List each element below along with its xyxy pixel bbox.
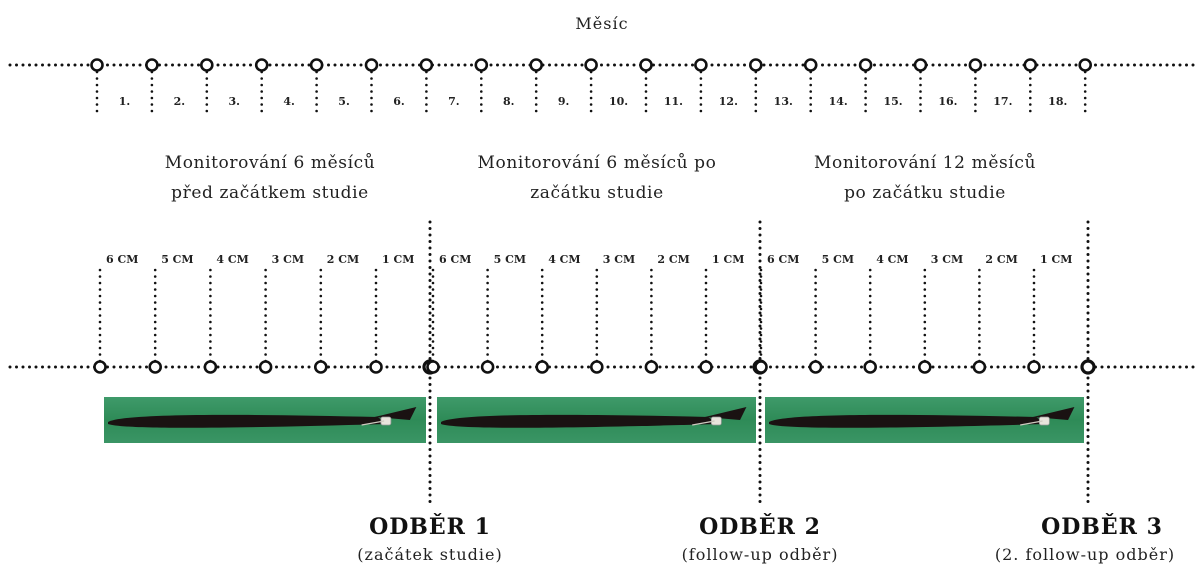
month-node-1 xyxy=(90,58,104,72)
month-node-3 xyxy=(200,58,214,72)
collection-2-title: ODBĚR 2 xyxy=(699,514,821,540)
segment-node-2-2 xyxy=(480,360,495,374)
phase-3-line2: po začátku studie xyxy=(844,183,1006,203)
segment-label-2-4: 3 CM xyxy=(603,253,635,266)
segment-label-2-6: 1 CM xyxy=(712,253,744,266)
collection-3-subtitle: (2. follow-up odběr) xyxy=(994,545,1176,564)
month-node-13 xyxy=(748,58,763,72)
month-node-15 xyxy=(858,58,873,72)
segment-label-1-2: 5 CM xyxy=(161,253,193,266)
month-node-12 xyxy=(694,58,708,72)
segment-label-3-2: 5 CM xyxy=(822,253,854,266)
month-label-13: 13. xyxy=(774,95,793,108)
hair-bundle-3 xyxy=(769,414,1046,428)
phase-1-line1: Monitorování 6 měsíců xyxy=(164,153,376,173)
segment-node-3-3 xyxy=(863,360,878,374)
month-node-7 xyxy=(419,58,434,72)
phase-2-line2: začátku studie xyxy=(530,183,664,203)
segment-node-3-2 xyxy=(808,360,823,374)
phase-3-line1: Monitorování 12 měsíců xyxy=(813,153,1037,173)
hair-bundle-2 xyxy=(441,414,718,428)
collection-2-subtitle: (follow-up odběr) xyxy=(681,545,839,564)
segment-label-1-5: 2 CM xyxy=(327,253,359,266)
month-node-19 xyxy=(1078,58,1092,72)
month-node-2 xyxy=(145,58,159,72)
month-node-5 xyxy=(309,58,324,72)
month-label-12: 12. xyxy=(719,95,738,108)
month-label-5: 5. xyxy=(338,95,349,108)
hair-string-2 xyxy=(692,420,715,426)
hair-string-1 xyxy=(361,420,385,426)
month-label-8: 8. xyxy=(503,95,514,108)
month-node-18 xyxy=(1023,58,1038,72)
segment-label-1-6: 1 CM xyxy=(382,253,414,266)
segment-node-3-1 xyxy=(754,360,768,374)
segment-node-3-6 xyxy=(1027,360,1041,374)
hair-bundle-1 xyxy=(108,414,388,428)
month-node-10 xyxy=(584,58,598,72)
segment-node-2-4 xyxy=(589,360,604,374)
segment-label-2-1: 6 CM xyxy=(439,253,471,266)
month-node-17 xyxy=(968,58,983,72)
month-label-18: 18. xyxy=(1048,95,1067,108)
segment-label-2-2: 5 CM xyxy=(494,253,526,266)
collection-1-subtitle: (začátek studie) xyxy=(357,545,503,564)
phase-3-label: Monitorování 12 měsíců po začátku studie xyxy=(770,148,1080,208)
month-node-11 xyxy=(639,58,653,72)
segment-node-1-5 xyxy=(313,360,328,374)
segment-node-2-3 xyxy=(535,360,550,374)
segment-node-1-1 xyxy=(93,360,107,374)
phase-2-line1: Monitorování 6 měsíců po xyxy=(477,153,717,173)
segment-label-2-3: 4 CM xyxy=(548,253,580,266)
month-label-17: 17. xyxy=(993,95,1012,108)
segment-node-1-4 xyxy=(258,360,273,374)
month-label-14: 14. xyxy=(829,95,848,108)
segment-label-3-5: 2 CM xyxy=(985,253,1017,266)
segment-label-3-4: 3 CM xyxy=(931,253,963,266)
phase-2-label: Monitorování 6 měsíců po začátku studie xyxy=(432,148,762,208)
month-label-1: 1. xyxy=(119,95,130,108)
segment-label-3-6: 1 CM xyxy=(1040,253,1072,266)
segment-label-2-5: 2 CM xyxy=(657,253,689,266)
month-label-3: 3. xyxy=(229,95,240,108)
segment-label-1-1: 6 CM xyxy=(106,253,138,266)
month-node-14 xyxy=(803,58,818,72)
month-node-6 xyxy=(364,58,379,72)
segment-node-3-4 xyxy=(917,360,932,374)
phase-1-line2: před začátkem studie xyxy=(171,183,369,203)
month-label-4: 4. xyxy=(283,95,294,108)
month-label-2: 2. xyxy=(174,95,185,108)
hair-string-3 xyxy=(1020,420,1043,426)
collection-3-title: ODBĚR 3 xyxy=(1041,514,1163,540)
segment-node-2-1 xyxy=(426,360,440,374)
collection-node-3 xyxy=(1080,359,1096,375)
month-node-8 xyxy=(474,58,489,72)
segment-label-1-3: 4 CM xyxy=(216,253,248,266)
month-label-7: 7. xyxy=(448,95,459,108)
month-label-9: 9. xyxy=(558,95,569,108)
segment-label-3-1: 6 CM xyxy=(767,253,799,266)
segment-node-1-3 xyxy=(203,360,218,374)
segment-node-2-6 xyxy=(699,360,713,374)
month-node-4 xyxy=(254,58,269,72)
phase-1-label: Monitorování 6 měsíců před začátkem stud… xyxy=(110,148,430,208)
month-label-11: 11. xyxy=(664,95,683,108)
month-label-6: 6. xyxy=(393,95,404,108)
month-label-16: 16. xyxy=(938,95,957,108)
month-node-16 xyxy=(913,58,928,72)
segment-node-1-2 xyxy=(148,360,162,374)
month-node-9 xyxy=(529,58,544,72)
segment-node-1-6 xyxy=(369,360,383,374)
segment-label-1-4: 3 CM xyxy=(272,253,304,266)
month-label-15: 15. xyxy=(883,95,902,108)
segment-node-3-5 xyxy=(972,360,987,374)
month-label-10: 10. xyxy=(609,95,628,108)
collection-1-title: ODBĚR 1 xyxy=(369,514,491,540)
segment-node-2-5 xyxy=(644,360,659,374)
segment-label-3-3: 4 CM xyxy=(876,253,908,266)
month-axis-title: Měsíc xyxy=(575,14,629,33)
